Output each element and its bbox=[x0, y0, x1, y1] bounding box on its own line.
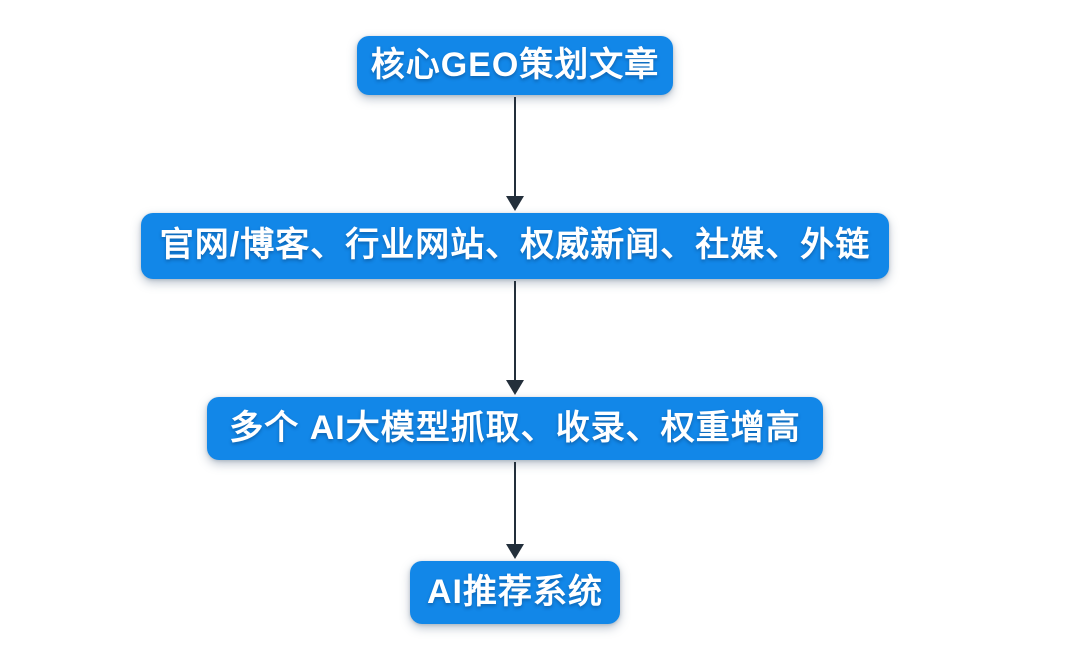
flow-arrow-2 bbox=[506, 281, 524, 395]
flow-node-ai-models: 多个 AI大模型抓取、收录、权重增高 bbox=[207, 397, 823, 460]
arrow-down-icon bbox=[506, 196, 524, 211]
flow-node-ai-recommend: AI推荐系统 bbox=[410, 561, 620, 624]
flow-node-channels: 官网/博客、行业网站、权威新闻、社媒、外链 bbox=[141, 213, 889, 279]
arrow-line bbox=[514, 462, 516, 544]
arrow-line bbox=[514, 281, 516, 380]
flow-node-channels-label: 官网/博客、行业网站、权威新闻、社媒、外链 bbox=[159, 226, 871, 265]
arrow-down-icon bbox=[506, 544, 524, 559]
flow-arrow-3 bbox=[506, 462, 524, 559]
flow-node-ai-recommend-label: AI推荐系统 bbox=[427, 572, 603, 611]
arrow-line bbox=[514, 97, 516, 196]
arrow-down-icon bbox=[506, 380, 524, 395]
flow-node-source: 核心GEO策划文章 bbox=[357, 36, 673, 95]
flow-node-source-label: 核心GEO策划文章 bbox=[370, 45, 660, 84]
flow-arrow-1 bbox=[506, 97, 524, 211]
flow-node-ai-models-label: 多个 AI大模型抓取、收录、权重增高 bbox=[229, 408, 801, 447]
